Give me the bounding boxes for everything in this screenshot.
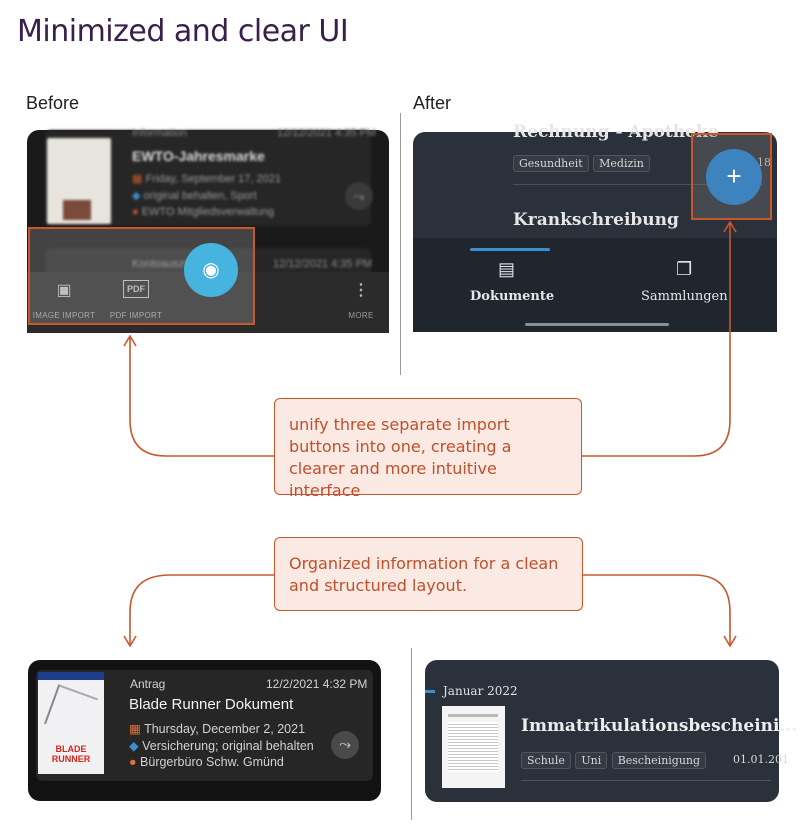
arrowhead (723, 220, 737, 233)
before-label: Before (26, 93, 80, 113)
person-icon: ● (132, 206, 142, 218)
share-icon[interactable]: ⤳ (345, 182, 373, 210)
camera-button[interactable]: ◉ (184, 243, 238, 297)
card-date: 12/2/2021 4:32 PM (266, 677, 368, 691)
arrow-line (583, 574, 731, 646)
arrowhead (123, 334, 137, 347)
document-date: 18 (757, 156, 771, 169)
divider (521, 780, 771, 781)
arrowhead (723, 635, 737, 648)
active-tab-indicator (470, 248, 550, 251)
poster-title: BLADE RUNNER (51, 744, 91, 764)
after-document-card-screenshot: Januar 2022 Immatrikulationsbescheini...… (425, 660, 797, 802)
card-title: Blade Runner Dokument (129, 696, 294, 713)
document-title[interactable]: Krankschreibung (513, 210, 679, 230)
month-header: Januar 2022 (443, 684, 518, 698)
arrow-line (129, 336, 274, 457)
tab-sammlungen[interactable]: Sammlungen (641, 289, 728, 304)
document-icon: ▤ (498, 259, 516, 279)
column-divider-top (400, 113, 401, 375)
card-sender-line: ● Bürgerbüro Schw. Gmünd (129, 755, 284, 769)
document-thumbnail: BLADE RUNNER (38, 672, 104, 774)
share-icon[interactable]: ⤳ (331, 731, 359, 759)
card-category: Information (132, 127, 188, 139)
tag-chip[interactable]: Medizin (593, 155, 650, 172)
tag-icon: ◆ (129, 739, 143, 753)
card-date-line: ▦ Thursday, December 2, 2021 (129, 722, 306, 736)
calendar-icon: ▦ (132, 173, 146, 185)
card-date: 12/12/2021 4:35 PM (273, 258, 373, 270)
column-divider-bottom (411, 648, 412, 820)
card-title: Kontoauszug (132, 258, 197, 270)
document-thumbnail (47, 138, 111, 224)
before-app-screenshot: Information 12/12/2021 4:35 PM EWTO-Jahr… (27, 127, 389, 333)
camera-icon: ◉ (202, 259, 220, 281)
add-document-button[interactable]: + (706, 149, 762, 205)
after-label: After (413, 93, 452, 113)
collection-icon: ❐ (676, 259, 693, 279)
tag-list: Gesundheit Medizin (513, 154, 650, 172)
page-title: Minimized and clear UI (17, 14, 349, 49)
home-indicator (525, 323, 669, 326)
tag-chip[interactable]: Schule (521, 752, 571, 769)
document-date: 01.01.201 (733, 753, 789, 766)
divider (513, 184, 763, 185)
document-title: Rechnung - Apotheke (513, 122, 719, 142)
card-title: EWTO-Jahresmarke (132, 148, 265, 164)
image-icon[interactable]: ▣ (56, 282, 72, 299)
after-app-screenshot: Rechnung - Apotheke Gesundheit Medizin 1… (413, 122, 777, 332)
month-marker (425, 690, 435, 693)
person-icon: ● (129, 755, 141, 769)
card-tags-line: ◆ original behalten, Sport (132, 190, 257, 202)
arrowhead (123, 635, 137, 648)
more-vertical-icon[interactable]: ⋮ (353, 282, 369, 299)
card-date-line: ▦ Friday, September 17, 2021 (132, 173, 281, 185)
document-thumbnail (442, 706, 505, 788)
bottom-navigation (413, 238, 777, 332)
card-tags-line: ◆ Versicherung; original behalten (129, 739, 314, 753)
image-import-button[interactable]: IMAGE IMPORT (32, 311, 96, 320)
arrow-line (129, 574, 274, 646)
callout-organized-info: Organized information for a clean and st… (274, 537, 583, 611)
tab-dokumente[interactable]: Dokumente (470, 289, 555, 304)
pdf-import-button[interactable]: PDF IMPORT (109, 311, 163, 320)
document-title[interactable]: Immatrikulationsbescheini... (521, 716, 798, 736)
tag-chip[interactable]: Gesundheit (513, 155, 589, 172)
pdf-icon[interactable]: PDF (123, 280, 149, 298)
tag-chip[interactable]: Uni (575, 752, 608, 769)
before-document-card-screenshot: BLADE RUNNER Antrag 12/2/2021 4:32 PM Bl… (28, 660, 381, 801)
calendar-icon: ▦ (129, 722, 145, 736)
card-category: Antrag (130, 677, 166, 691)
plus-icon: + (726, 161, 742, 191)
tag-list: Schule Uni Bescheinigung (521, 751, 707, 769)
card-date: 12/12/2021 4:35 PM (277, 127, 377, 139)
tag-icon: ◆ (132, 190, 144, 202)
callout-unify-import: unify three separate import buttons into… (274, 398, 582, 500)
card-sender-line: ● EWTO Mitgliedsverwaltung (132, 206, 275, 218)
more-button[interactable]: MORE (348, 311, 374, 320)
arrow-line (582, 222, 731, 457)
tag-chip[interactable]: Bescheinigung (611, 752, 707, 769)
